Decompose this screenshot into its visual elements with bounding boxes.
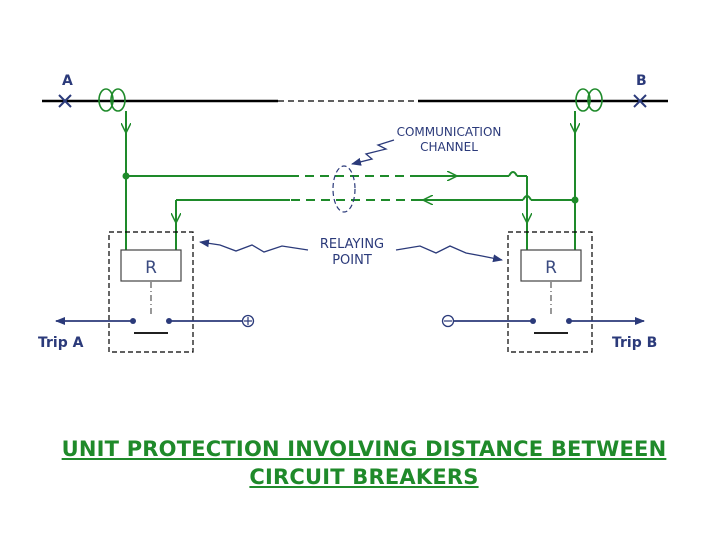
relay-box-left [108, 231, 194, 353]
breaker-b-cross-icon [633, 94, 647, 108]
contact-dot [130, 318, 136, 324]
ct-right-icon [575, 88, 603, 112]
secondary-wiring [126, 111, 575, 250]
ct-left-icon [98, 88, 126, 112]
breaker-a-cross-icon [58, 94, 72, 108]
trip-b-label: Trip B [612, 335, 657, 351]
diagram-title-line2: CIRCUIT BREAKERS [249, 465, 479, 489]
relaying-point-line2: POINT [332, 253, 372, 268]
junction-dot [122, 172, 130, 180]
breaker-b-label: B [636, 73, 647, 89]
relaying-pointer-right [395, 245, 503, 263]
contact-dot [530, 318, 536, 324]
relay-r-right [520, 249, 582, 282]
relay-r-left [120, 249, 182, 282]
relaying-pointer-left [199, 239, 309, 253]
communication-label-line1: COMMUNICATION [397, 125, 502, 139]
breaker-a-label: A [62, 73, 73, 89]
relay-right-label: R [545, 258, 557, 278]
communication-channel-ellipse [332, 165, 356, 213]
relay-left-label: R [145, 258, 157, 278]
trip-circuit-left [55, 314, 255, 334]
relaying-point-line1: RELAYING [320, 237, 384, 252]
contact-dot [566, 318, 572, 324]
trip-a-label: Trip A [38, 335, 84, 351]
communication-pointer-arrow [351, 139, 395, 166]
communication-label-line2: CHANNEL [420, 140, 478, 154]
trip-circuit-right [441, 314, 645, 334]
diagram-title-line1: UNIT PROTECTION INVOLVING DISTANCE BETWE… [61, 437, 667, 461]
junction-dot [571, 196, 579, 204]
relay-box-right [507, 231, 593, 353]
contact-dot [166, 318, 172, 324]
